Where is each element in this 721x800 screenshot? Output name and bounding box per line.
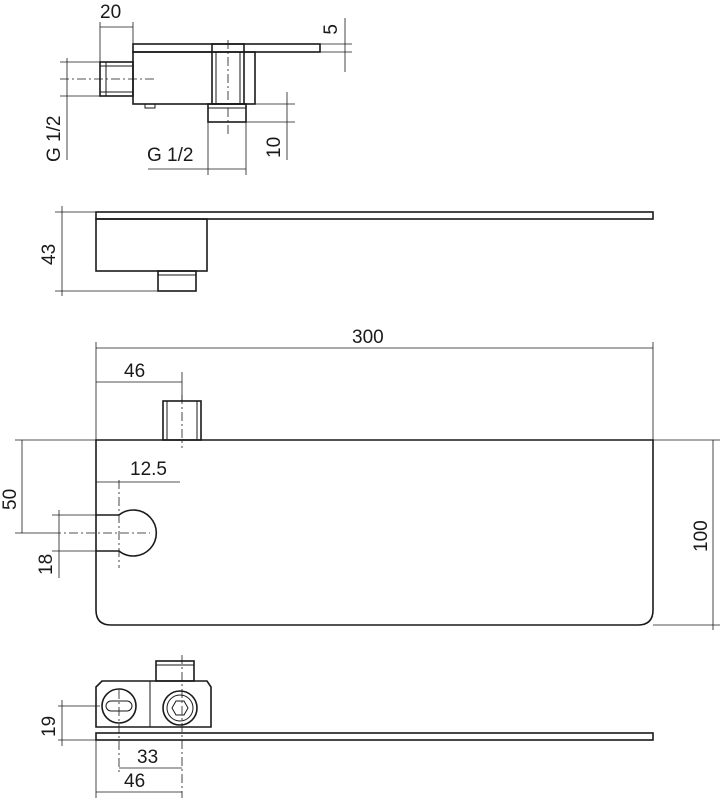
side-view: 43	[39, 206, 654, 296]
dim-bottom-center: 33	[137, 747, 158, 768]
dim-nipple: 10	[264, 137, 285, 158]
dim-plate-depth: 100	[691, 520, 712, 552]
plan-view: 300 46 12.5 50 18 100	[0, 327, 720, 630]
dim-top-plate: 5	[321, 24, 342, 35]
dim-length: 300	[352, 327, 384, 348]
dim-bottom-width: 46	[124, 771, 145, 792]
dim-side-thread: G 1/2	[44, 116, 65, 162]
dim-height: 43	[39, 244, 60, 265]
dim-bottom-thread: G 1/2	[147, 145, 193, 166]
top-view: 20 5 G 1/2 G 1/2 10	[44, 2, 352, 175]
dim-slot-radius: 12.5	[130, 459, 167, 480]
end-view: 19 33 46	[39, 655, 654, 798]
dim-bottom-height: 19	[39, 716, 60, 737]
dim-slot-width: 18	[36, 554, 57, 575]
dim-slot-center: 50	[0, 489, 21, 510]
dim-top-width: 20	[100, 2, 121, 23]
dim-nipple-offset: 46	[124, 361, 145, 382]
